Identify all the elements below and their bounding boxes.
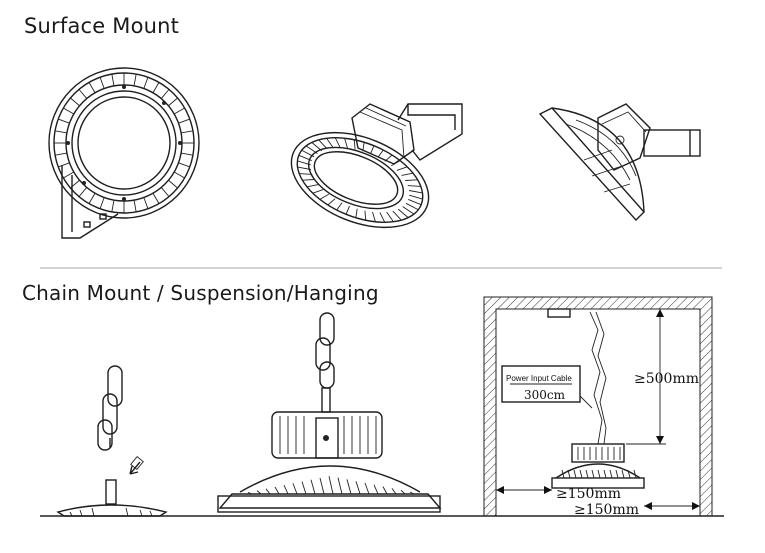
cable-length: 300cm	[524, 388, 566, 402]
chain-hook-detail	[56, 365, 168, 517]
chain-mount-title: Chain Mount / Suspension/Hanging	[22, 281, 379, 305]
surface-mount-title: Surface Mount	[24, 14, 180, 38]
clearance-side-1: ≥150mm	[556, 486, 621, 502]
surface-angled-view	[290, 103, 463, 229]
cable-label: Power Input Cable	[506, 374, 572, 383]
installation-diagram	[40, 296, 724, 517]
clearance-top: ≥500mm	[634, 371, 699, 387]
surface-side-view	[538, 103, 701, 222]
chain-mounted-lamp	[217, 312, 442, 513]
clearance-side-2: ≥150mm	[574, 502, 639, 518]
surface-front-view	[48, 67, 200, 239]
